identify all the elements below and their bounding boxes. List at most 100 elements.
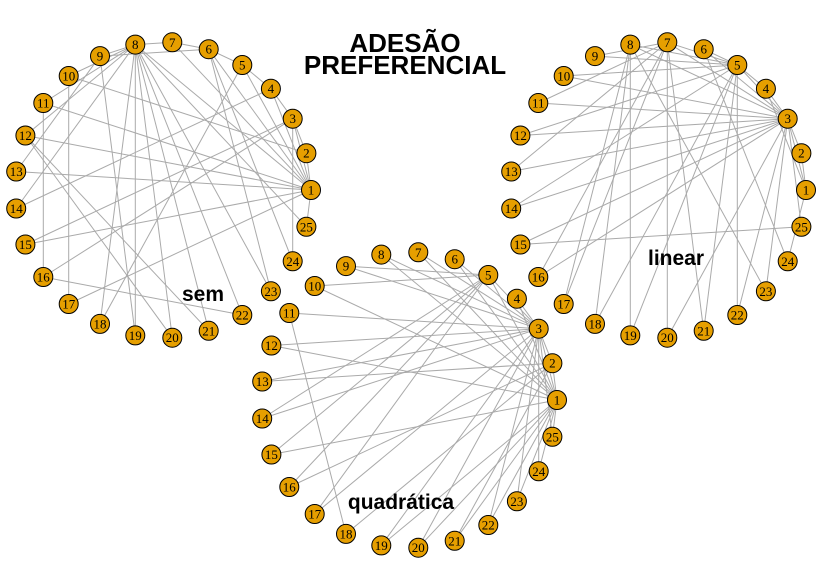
node-label: 20 <box>412 540 425 555</box>
node: 2 <box>296 143 317 164</box>
node-label: 13 <box>256 374 269 389</box>
node-label: 23 <box>759 284 772 299</box>
edge <box>380 254 558 401</box>
edge <box>68 189 312 305</box>
edge <box>261 274 489 419</box>
title-line-2: PREFERENCIAL <box>304 50 506 80</box>
node: 8 <box>620 34 641 55</box>
edge <box>563 75 788 120</box>
edge <box>666 118 789 338</box>
node-label: 17 <box>557 297 571 312</box>
node-label: 21 <box>448 533 461 548</box>
node: 21 <box>198 320 219 341</box>
edge <box>262 328 539 419</box>
node-circle <box>501 161 522 182</box>
edge <box>630 44 788 120</box>
node: 12 <box>510 125 531 146</box>
edge <box>16 171 312 191</box>
node-circle <box>33 93 54 113</box>
node: 10 <box>304 276 325 296</box>
edge <box>380 399 558 546</box>
node: 5 <box>478 265 499 285</box>
graph-label-quadratica: quadrática <box>348 491 455 514</box>
edge <box>314 328 540 515</box>
node: 24 <box>777 251 798 272</box>
node-circle <box>301 180 321 200</box>
edge <box>511 118 788 209</box>
node-circle <box>510 234 531 255</box>
node: 4 <box>260 78 281 99</box>
node-circle <box>528 318 549 339</box>
node-circle <box>261 444 282 465</box>
node-label: 18 <box>340 526 353 541</box>
edge <box>271 274 489 455</box>
node-circle <box>232 55 253 75</box>
edge <box>487 399 558 526</box>
node: 9 <box>336 256 356 277</box>
node: 7 <box>657 32 678 53</box>
node-label: 4 <box>268 81 275 96</box>
node-circle <box>542 426 563 447</box>
edge <box>314 274 489 515</box>
node-label: 3 <box>535 321 542 336</box>
node-circle <box>528 267 549 287</box>
node-label: 8 <box>132 37 139 52</box>
node-label: 10 <box>557 69 570 84</box>
node-label: 19 <box>624 328 637 343</box>
node-circle <box>90 313 110 334</box>
node-circle <box>282 251 303 272</box>
edge <box>314 285 558 401</box>
node: 4 <box>506 288 527 309</box>
node: 11 <box>528 93 549 113</box>
node-circle <box>296 216 317 237</box>
edge <box>520 118 788 136</box>
edge <box>418 251 539 330</box>
node-circle <box>252 371 273 392</box>
node-circle <box>6 198 27 219</box>
edge <box>765 118 789 292</box>
node-circle <box>33 267 54 287</box>
edge <box>99 44 136 324</box>
node-label: 20 <box>166 330 179 345</box>
node-label: 6 <box>700 42 707 57</box>
edge <box>134 44 243 316</box>
node: 13 <box>501 161 522 182</box>
node: 24 <box>282 251 303 272</box>
node-circle <box>528 461 549 482</box>
node: 20 <box>408 537 429 558</box>
node-circle <box>478 265 499 285</box>
node-label: 22 <box>482 518 495 533</box>
edge <box>134 44 312 191</box>
edge <box>288 274 489 488</box>
edge <box>381 254 539 330</box>
edge <box>241 64 312 191</box>
node: 18 <box>90 313 110 334</box>
node: 20 <box>162 327 183 348</box>
node-circle <box>408 242 429 263</box>
node-label: 1 <box>554 393 561 408</box>
edge <box>288 312 347 535</box>
node: 19 <box>125 325 146 346</box>
edge <box>134 44 173 338</box>
node: 7 <box>408 242 429 263</box>
node: 16 <box>279 477 300 497</box>
node-circle <box>553 66 574 86</box>
node: 22 <box>478 515 499 535</box>
node-label: 24 <box>781 254 795 269</box>
node: 12 <box>15 125 36 146</box>
graph-label-linear: linear <box>648 247 704 270</box>
node-label: 15 <box>514 237 527 252</box>
node-circle <box>755 78 776 99</box>
node-circle <box>198 320 219 341</box>
edge <box>15 55 101 172</box>
node: 12 <box>261 335 282 356</box>
node-label: 13 <box>505 164 518 179</box>
node: 25 <box>542 426 563 447</box>
node-circle <box>791 143 812 164</box>
node: 11 <box>33 93 54 113</box>
node-circle <box>727 305 748 325</box>
node-circle <box>162 32 183 53</box>
node-label: 14 <box>10 201 24 216</box>
